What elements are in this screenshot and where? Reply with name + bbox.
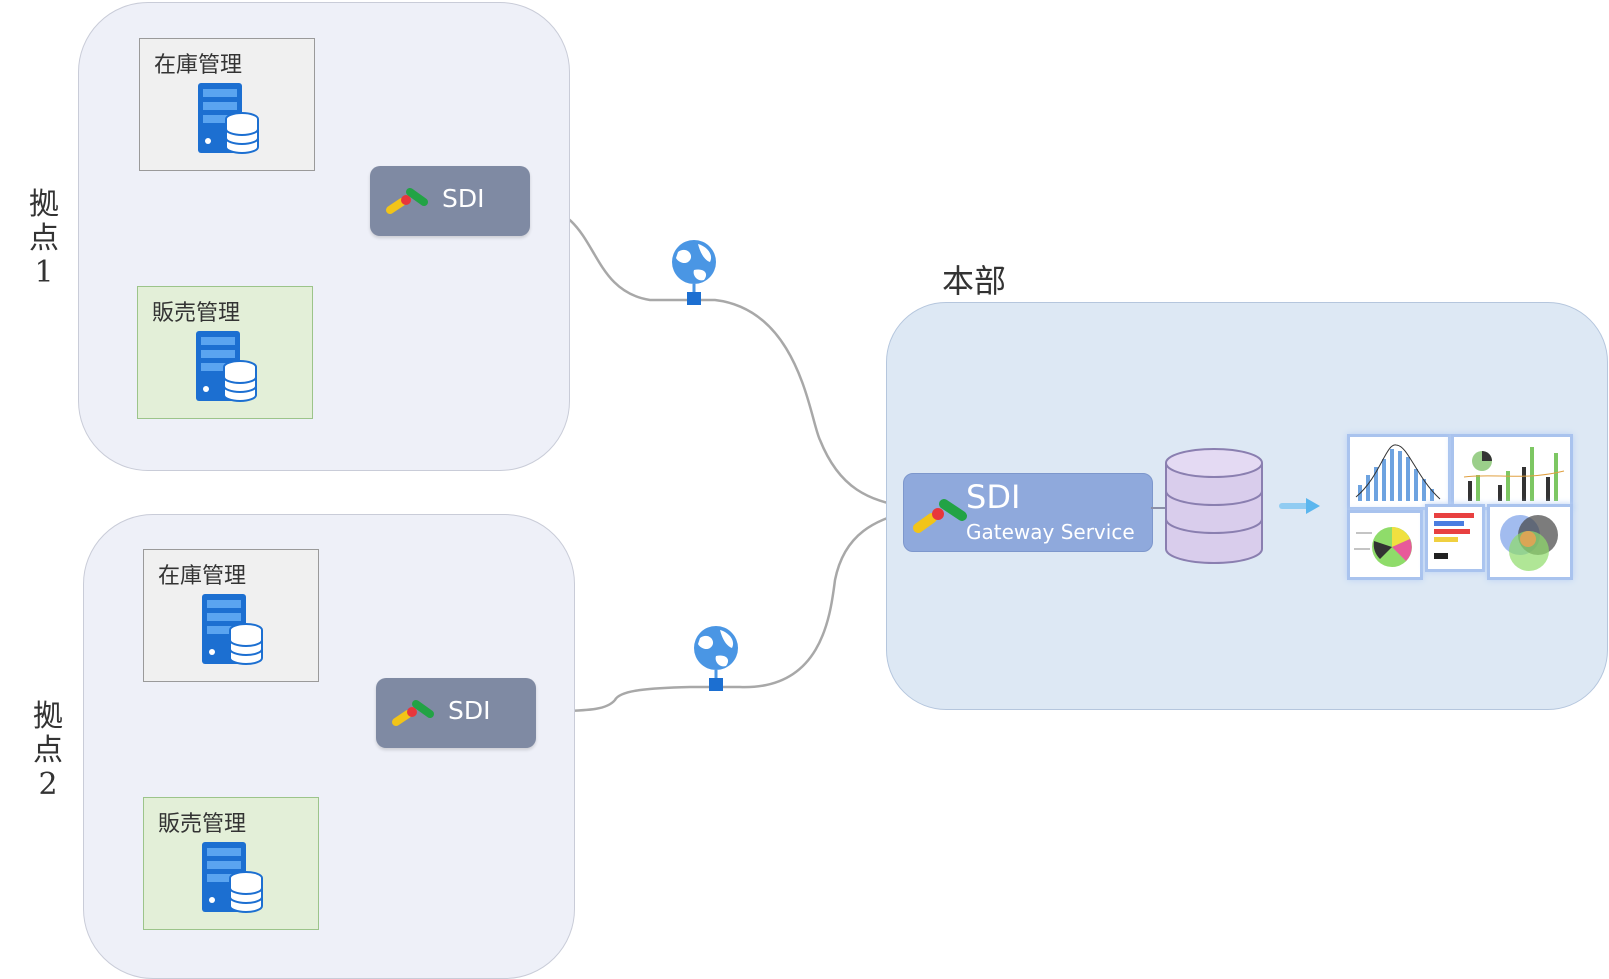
site1-inventory-label: 在庫管理 — [154, 53, 243, 78]
site1-label-line3: 1 — [34, 255, 54, 290]
globe-network-icon — [672, 240, 716, 305]
site2-sales-system[interactable]: 販売管理 — [143, 797, 319, 930]
dashboard-charts-icon — [1347, 434, 1575, 580]
site2-label: 拠 点 2 — [28, 700, 68, 802]
sdi-logo-icon — [386, 188, 428, 214]
hq-title: 本部 — [942, 262, 1007, 300]
site2-sdi-node[interactable]: SDI — [376, 678, 536, 748]
site2-sales-label: 販売管理 — [158, 812, 247, 837]
server-database-icon — [202, 594, 263, 665]
site1-label-line2: 点 — [29, 221, 59, 256]
site1-sales-system[interactable]: 販売管理 — [137, 286, 313, 419]
site1-inventory-system[interactable]: 在庫管理 — [139, 38, 315, 171]
flow-arrow-icon — [1279, 498, 1320, 514]
dashboard-pie-panel — [1347, 510, 1423, 580]
site2-inventory-label: 在庫管理 — [158, 564, 247, 589]
wan-link-site2 — [539, 510, 906, 716]
site2-label-line1: 拠 — [33, 699, 63, 734]
dashboard-venn-panel — [1487, 504, 1573, 580]
dashboard-hbar-panel — [1425, 504, 1485, 572]
site1-label: 拠 点 1 — [24, 188, 64, 290]
site1-sdi-label: SDI — [442, 184, 485, 213]
site1-sdi-node[interactable]: SDI — [370, 166, 530, 236]
gateway-title: SDI — [966, 478, 1021, 516]
sdi-logo-icon — [913, 499, 967, 533]
site1-label-line1: 拠 — [29, 187, 59, 222]
site2-sdi-label: SDI — [448, 696, 491, 725]
site2-inventory-system[interactable]: 在庫管理 — [143, 549, 319, 682]
sdi-logo-icon — [392, 700, 434, 726]
server-database-icon — [198, 83, 259, 154]
site2-label-line3: 2 — [38, 767, 58, 802]
wan-link-site1 — [532, 201, 906, 509]
globe-network-icon — [694, 626, 738, 691]
sdi-gateway-service[interactable]: SDI Gateway Service — [903, 473, 1153, 552]
database-icon — [1165, 448, 1263, 564]
dashboard-histogram-panel — [1347, 434, 1451, 510]
server-database-icon — [196, 331, 257, 402]
site1-sales-label: 販売管理 — [152, 301, 241, 326]
dashboard-bar-panel — [1451, 434, 1573, 510]
server-database-icon — [202, 842, 263, 913]
gateway-subtitle: Gateway Service — [966, 520, 1135, 544]
site2-label-line2: 点 — [33, 733, 63, 768]
